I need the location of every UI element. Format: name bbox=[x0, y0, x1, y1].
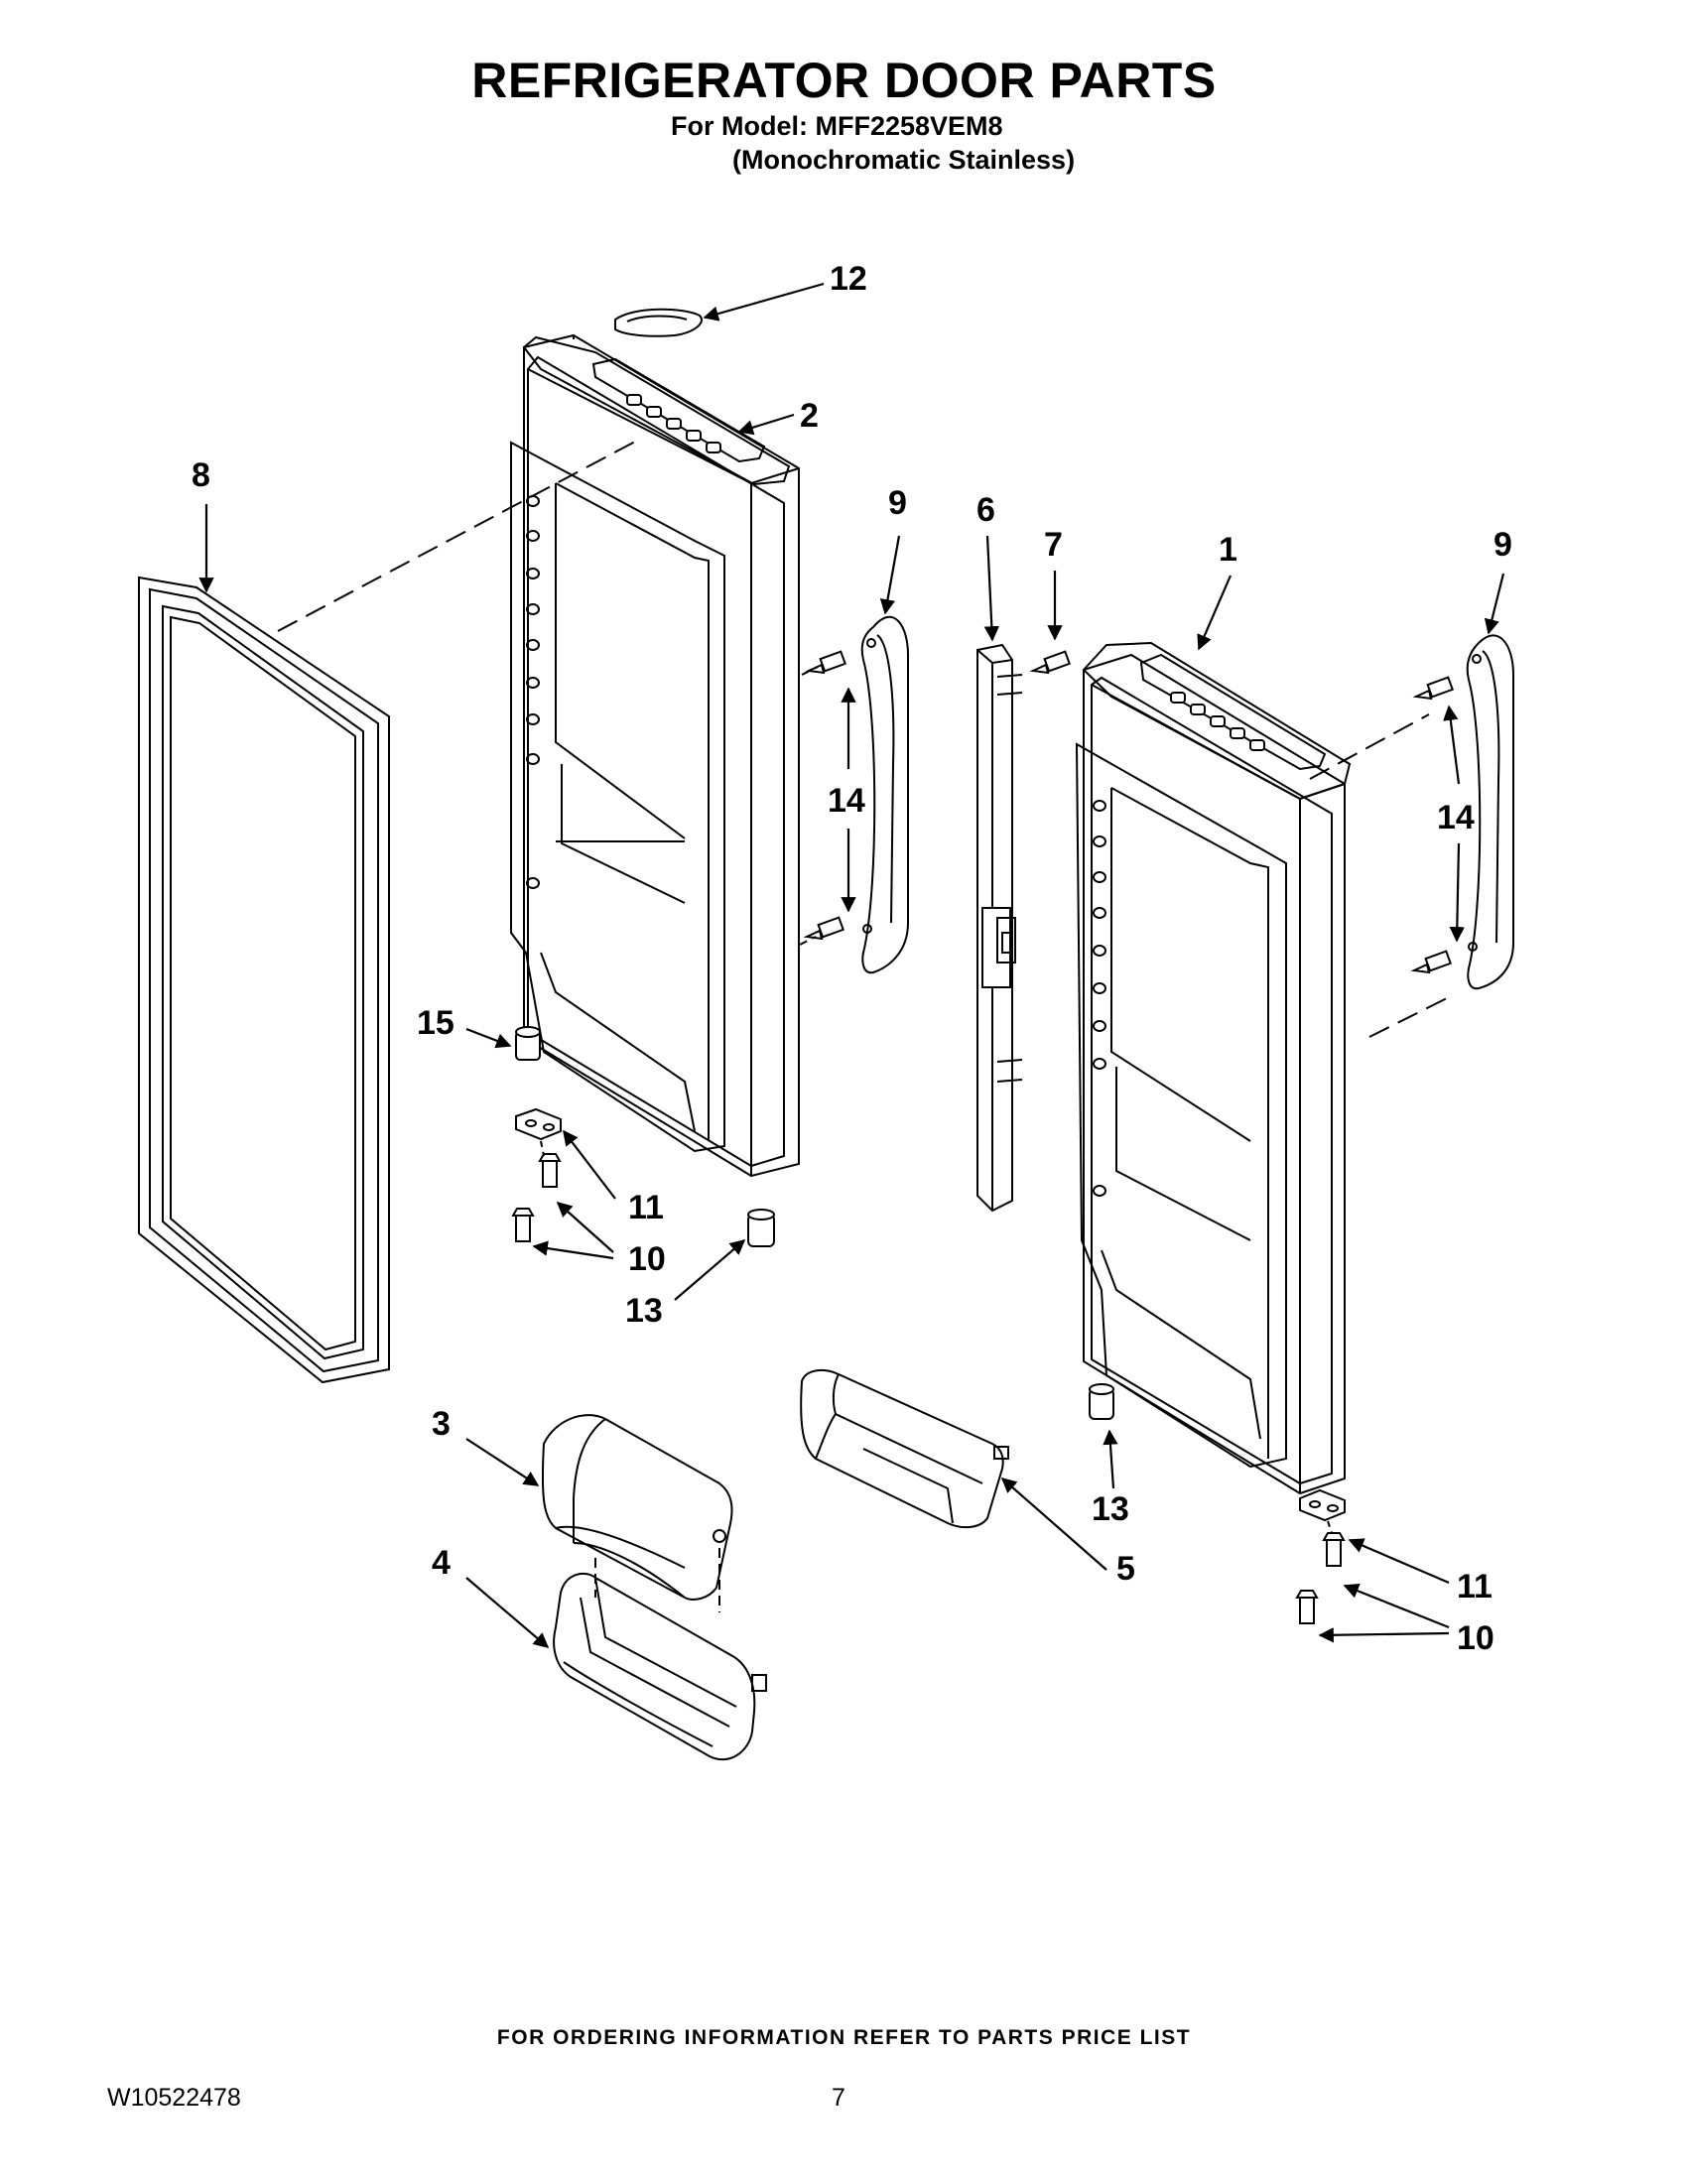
ordering-note: FOR ORDERING INFORMATION REFER TO PARTS … bbox=[496, 2026, 1192, 2049]
right-refrigerator-door bbox=[1075, 641, 1352, 1495]
callout-14-left: 14 bbox=[828, 782, 865, 820]
hinge-bracket bbox=[1299, 1488, 1346, 1522]
callout-12: 12 bbox=[830, 260, 867, 298]
callout-leaders bbox=[198, 282, 1505, 1648]
lower-hinge-hardware-left bbox=[511, 1026, 775, 1247]
callout-9-left: 9 bbox=[888, 484, 907, 522]
callout-13-right: 13 bbox=[1092, 1490, 1129, 1528]
callout-numbers: 12 2 8 9 6 7 1 9 14 14 15 11 10 13 3 4 1… bbox=[192, 260, 1512, 1657]
screw bbox=[805, 650, 847, 675]
door-closure-cam bbox=[1089, 1383, 1114, 1420]
callout-6: 6 bbox=[976, 491, 995, 529]
right-door-handle bbox=[1466, 634, 1514, 990]
callout-14-right: 14 bbox=[1437, 799, 1475, 836]
hinge-screw bbox=[1295, 1590, 1319, 1624]
door-gasket bbox=[138, 576, 390, 1384]
screw bbox=[1412, 676, 1455, 701]
handle-screws bbox=[803, 650, 1455, 974]
callout-3: 3 bbox=[432, 1405, 451, 1443]
callout-13-left: 13 bbox=[625, 1292, 663, 1330]
callout-11-left: 11 bbox=[628, 1189, 664, 1226]
callout-8: 8 bbox=[192, 456, 210, 494]
center-flip-mullion bbox=[976, 643, 1023, 1213]
callout-10-left: 10 bbox=[628, 1240, 666, 1278]
hinge-pin-bushing bbox=[515, 1026, 541, 1061]
page-title: REFRIGERATOR DOOR PARTS bbox=[471, 53, 1217, 108]
callout-7: 7 bbox=[1044, 526, 1063, 564]
hinge-screw bbox=[538, 1153, 562, 1188]
door-closure-cam bbox=[747, 1209, 775, 1247]
callout-10-right: 10 bbox=[1457, 1619, 1494, 1657]
callout-9-right: 9 bbox=[1493, 526, 1512, 564]
screw bbox=[803, 916, 845, 941]
screw bbox=[1410, 950, 1453, 974]
callout-2: 2 bbox=[800, 397, 819, 435]
document-number: W10522478 bbox=[107, 2084, 241, 2112]
hinge-screw bbox=[511, 1208, 535, 1242]
left-door-handle bbox=[860, 615, 909, 974]
hinge-bracket bbox=[515, 1107, 562, 1141]
callout-1: 1 bbox=[1219, 531, 1237, 569]
callout-11-right: 11 bbox=[1457, 1568, 1493, 1606]
lower-hinge-hardware-right bbox=[1089, 1383, 1346, 1624]
dairy-bin bbox=[553, 1572, 767, 1761]
dairy-compartment-door bbox=[541, 1414, 733, 1601]
left-refrigerator-door bbox=[510, 333, 800, 1178]
screw bbox=[1029, 650, 1072, 675]
callout-4: 4 bbox=[432, 1544, 451, 1582]
model-line: For Model: MFF2258VEM8 bbox=[671, 111, 1003, 141]
page-number: 7 bbox=[832, 2084, 845, 2112]
hinge-seal bbox=[614, 308, 703, 337]
callout-15: 15 bbox=[417, 1004, 454, 1042]
callout-5: 5 bbox=[1116, 1550, 1135, 1588]
hinge-screw bbox=[1322, 1532, 1346, 1567]
right-door-shelf-tabs bbox=[1093, 800, 1106, 1197]
variant-line: (Monochromatic Stainless) bbox=[732, 145, 1076, 175]
door-bin bbox=[800, 1368, 1009, 1529]
